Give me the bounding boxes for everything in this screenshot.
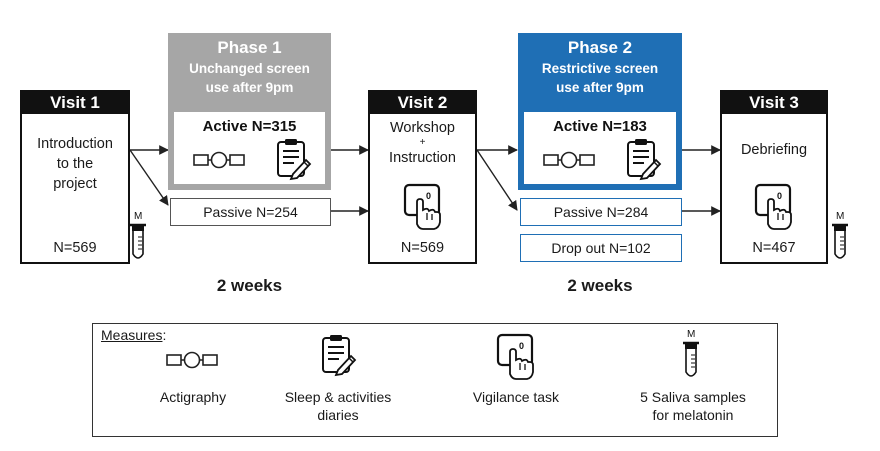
saliva-tube-icon: M (128, 211, 148, 260)
phase1-box: Phase 1 Unchanged screen use after 9pm A… (168, 33, 331, 190)
saliva-tube-letter: M (134, 211, 142, 222)
vigilance-task-icon (496, 333, 535, 381)
phase2-dropout-label: Drop out N=102 (551, 240, 651, 256)
phase1-active-label: Active N=315 (202, 118, 297, 135)
legend-item-saliva: 5 Saliva samples for melatonin (613, 388, 773, 424)
phase1-passive-box: Passive N=254 (170, 198, 331, 226)
diary-icon (277, 138, 311, 180)
diary-icon (627, 138, 661, 180)
phase2-active-label: Active N=183 (553, 118, 647, 135)
legend-label-line: 5 Saliva samples (640, 389, 746, 405)
visit2-text-line: + (419, 137, 426, 148)
actigraphy-icon (193, 151, 245, 169)
visit2-description: Workshop + Instruction (370, 118, 475, 168)
legend-title-colon: : (162, 327, 167, 343)
visit3-count: N=467 (752, 240, 796, 256)
phase2-title: Phase 2 (567, 38, 633, 57)
visit1-text-line: project (53, 176, 97, 192)
actigraphy-icon (166, 351, 218, 369)
legend-item-diaries: Sleep & activities diaries (263, 388, 413, 424)
visit1-box: Visit 1 Introduction to the project N=56… (20, 90, 130, 264)
phase2-box: Phase 2 Restrictive screen use after 9pm… (518, 33, 682, 190)
vigilance-task-icon (754, 183, 793, 231)
visit2-box: Visit 2 Workshop + Instruction N=569 (368, 90, 477, 264)
arrow-visit1-passive (129, 149, 169, 206)
visit2-text-line: Instruction (389, 150, 456, 166)
saliva-tube-icon: M (830, 211, 850, 260)
visit2-title: Visit 2 (370, 92, 475, 114)
legend-label-line: Actigraphy (159, 389, 227, 405)
phase1-active-box: Active N=315 (174, 112, 325, 184)
visit2-count: N=569 (400, 240, 445, 256)
phase2-passive-box: Passive N=284 (520, 198, 682, 226)
visit3-title: Visit 3 (722, 92, 826, 114)
measures-legend: Measures: Actigraphy Sleep & activities … (92, 323, 778, 437)
actigraphy-icon (543, 151, 595, 169)
legend-label-line: Vigilance task (472, 389, 560, 405)
legend-title: Measures: (101, 327, 166, 343)
phase2-duration: 2 weeks (567, 276, 633, 295)
phase2-subtitle-line2: use after 9pm (556, 80, 644, 95)
legend-item-actigraphy: Actigraphy (123, 388, 263, 406)
phase2-passive-label: Passive N=284 (553, 204, 649, 220)
legend-label-line: Sleep & activities (284, 389, 392, 405)
visit3-box: Visit 3 Debriefing N=467 (720, 90, 828, 264)
visit1-text-line: Introduction (37, 136, 113, 152)
saliva-tube-letter: M (687, 329, 695, 340)
legend-item-vigilance: Vigilance task (443, 388, 589, 406)
phase1-title: Phase 1 (217, 38, 282, 57)
phase1-subtitle-line2: use after 9pm (205, 80, 294, 95)
visit1-count: N=569 (53, 240, 97, 256)
saliva-tube-icon: M (681, 329, 701, 378)
phase2-subtitle-line1: Restrictive screen (541, 61, 659, 76)
legend-title-text: Measures (101, 327, 163, 343)
phase1-passive-label: Passive N=254 (203, 204, 298, 220)
visit1-description: Introduction to the project (22, 134, 128, 194)
phase1-subtitle-line1: Unchanged screen (189, 61, 310, 76)
visit3-text-line: Debriefing (740, 142, 808, 158)
phase2-dropout-box: Drop out N=102 (520, 234, 682, 262)
visit1-text-line: to the (56, 156, 94, 172)
phase2-active-box: Active N=183 (524, 112, 676, 184)
visit1-title: Visit 1 (22, 92, 128, 114)
visit2-text-line: Workshop (389, 120, 455, 136)
diary-icon (322, 334, 356, 376)
vigilance-task-icon (403, 183, 442, 231)
arrow-visit2-passive (476, 149, 518, 211)
legend-label-line: for melatonin (652, 407, 734, 423)
legend-label-line: diaries (317, 407, 359, 423)
saliva-tube-letter: M (836, 211, 844, 222)
visit3-description: Debriefing (722, 140, 826, 160)
phase1-duration: 2 weeks (216, 276, 283, 295)
